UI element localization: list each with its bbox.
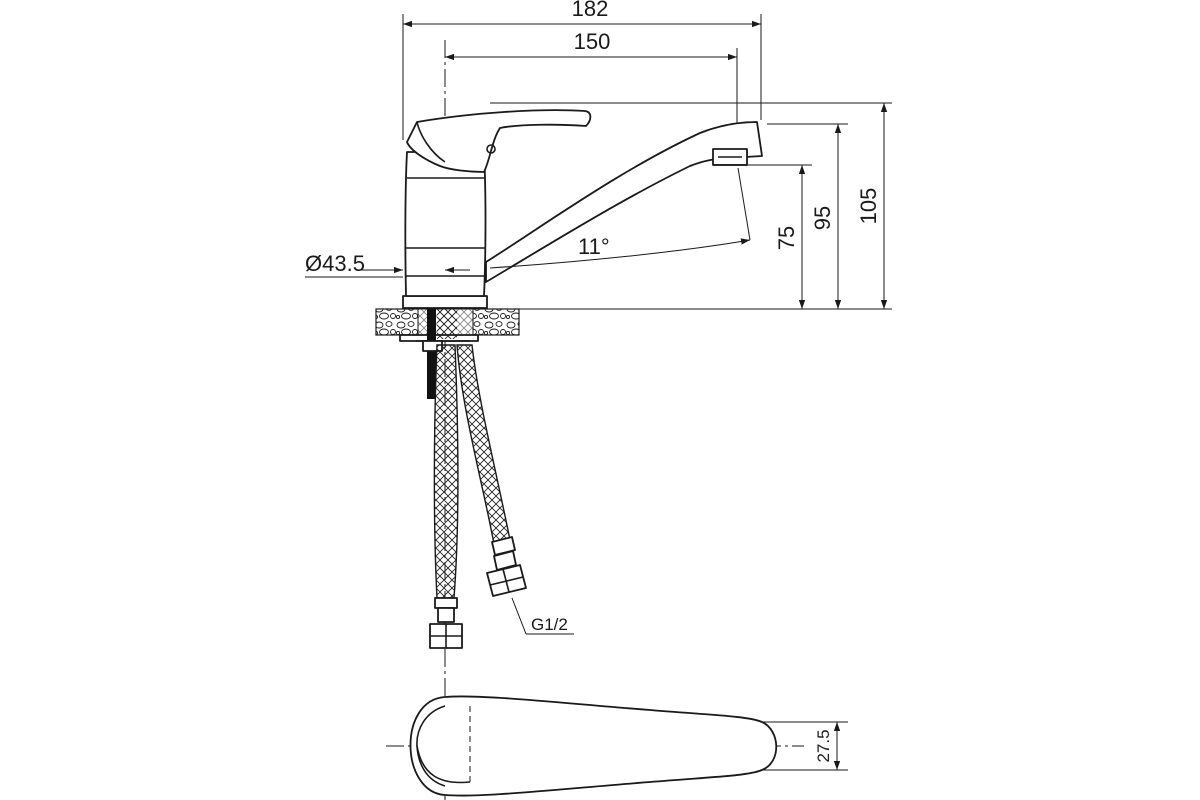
dim-handle-width: 27.5 — [760, 721, 848, 771]
dim-150-label: 150 — [574, 29, 611, 54]
dim-height-75: 75 — [774, 165, 806, 309]
dim-overall-reach: 182 — [402, 0, 762, 140]
dim-182-label: 182 — [572, 0, 609, 21]
spout — [485, 121, 763, 283]
dim-95-label: 95 — [810, 206, 835, 230]
thread-label: G1/2 — [531, 615, 568, 634]
dim-height-105: 105 — [856, 103, 888, 309]
dim-spout-angle: 11° — [489, 167, 751, 269]
dim-body-diameter: Ø43.5 — [305, 251, 470, 278]
hose-entry-mesh — [437, 309, 457, 339]
lever-handle — [406, 109, 592, 173]
dim-diameter-label: Ø43.5 — [305, 251, 365, 276]
flex-hose-left — [429, 344, 463, 649]
thread-callout: G1/2 — [511, 597, 574, 635]
dim-75-label: 75 — [774, 226, 799, 250]
dim-angle-label: 11° — [578, 234, 610, 259]
handle-top-view — [386, 695, 804, 797]
dim-105-label: 105 — [856, 188, 881, 225]
faucet-body — [402, 151, 488, 309]
flex-hose-right — [456, 344, 527, 597]
dim-height-95: 95 — [810, 124, 842, 309]
dim-27-5-label: 27.5 — [814, 729, 833, 762]
